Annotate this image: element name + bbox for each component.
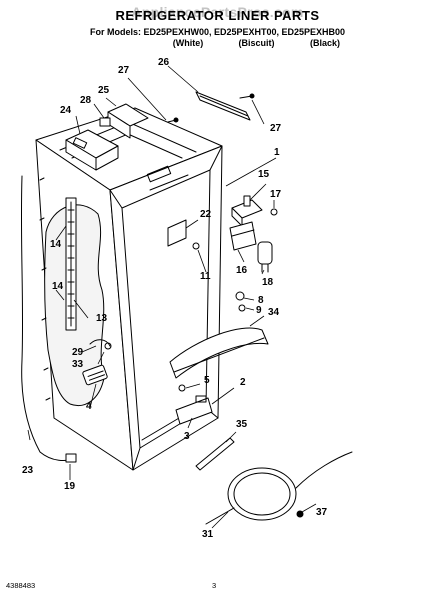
strip-35 [195,437,235,471]
callout-31: 31 [202,529,214,540]
watermark: AppliancePartsPros.com [131,4,304,20]
callout-14-upper: 14 [50,239,62,250]
callout-11: 11 [200,271,211,282]
callout-14-lower: 14 [52,281,64,292]
callout-25: 25 [98,85,110,96]
callout-29: 29 [72,347,84,358]
document-number: 4388483 [6,581,36,590]
light-housing [65,129,119,171]
color-label-black: (Black) [310,38,341,48]
light-assembly [229,195,278,273]
callout-5: 5 [204,375,210,386]
callout-16: 16 [236,265,248,276]
callout-24: 24 [60,105,72,116]
callout-2: 2 [240,377,246,388]
drain-tube [20,175,77,461]
callout-35: 35 [236,419,248,430]
callout-27-right: 27 [270,123,282,134]
callout-13: 13 [96,313,108,324]
callout-4: 4 [86,401,92,412]
callout-22: 22 [200,209,212,220]
callout-28: 28 [80,95,92,106]
callout-33: 33 [72,359,84,370]
callout-18: 18 [262,277,274,288]
callout-1: 1 [274,147,280,158]
callout-23: 23 [22,465,34,476]
callout-37: 37 [316,507,328,518]
model-list: For Models: ED25PEXHW00, ED25PEXHT00, ED… [89,27,346,37]
callout-19: 19 [64,481,76,492]
color-label-white: (White) [172,38,204,48]
tube-cap [65,453,77,463]
coiled-tube [205,451,353,525]
callout-8: 8 [258,295,264,306]
callout-27-left: 27 [118,65,130,76]
top-trim [195,91,251,121]
switch-bracket [99,103,149,139]
shelf-rail [65,197,77,331]
page-number: 3 [212,581,217,590]
callout-9: 9 [256,305,262,316]
callout-15: 15 [258,169,270,180]
callout-3: 3 [184,431,190,442]
page-title: REFRIGERATOR LINER PARTS [115,8,320,23]
leader-lines [27,65,317,529]
callout-17: 17 [270,189,282,200]
callout-34: 34 [268,307,280,318]
bracket-22 [167,219,200,250]
lower-bracket [175,384,213,425]
left-parts [82,339,112,386]
screws-27 [167,93,255,123]
color-labels: (White) (Biscuit) (Black) [0,38,435,48]
clips-8-9 [235,291,246,312]
callout-26: 26 [158,57,170,68]
crisper-cover [169,327,269,379]
color-label-biscuit: (Biscuit) [238,38,275,48]
